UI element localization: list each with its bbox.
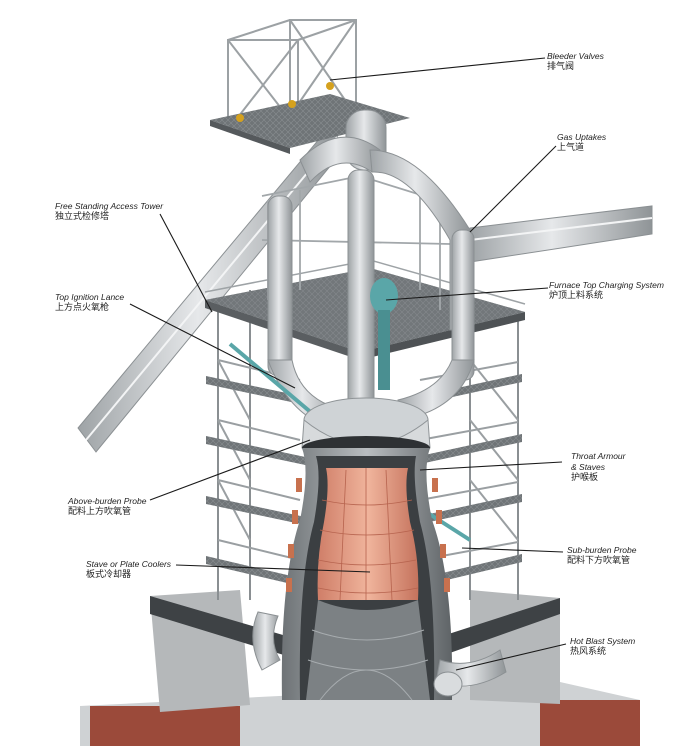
callout-en: Above-burden Probe bbox=[68, 496, 147, 506]
leader-access-tower bbox=[159, 213, 213, 313]
furnace-body bbox=[281, 448, 453, 701]
callout-bleeder-valves: Bleeder Valves 排气阀 bbox=[547, 51, 604, 73]
leader-bleeder-valves bbox=[329, 57, 546, 81]
callout-gas-uptakes: Gas Uptakes 上气道 bbox=[557, 132, 606, 154]
callout-en: Free Standing Access Tower bbox=[55, 201, 164, 211]
callout-ignition-lance: Top Ignition Lance 上方点火氧枪 bbox=[55, 292, 124, 314]
callout-en-line2: & Staves bbox=[571, 462, 606, 472]
callout-zh: 配料上方吹氧管 bbox=[68, 507, 132, 517]
callout-zh: 护喉板 bbox=[571, 473, 599, 483]
callout-en: Sub-burden Probe bbox=[567, 545, 637, 555]
tower-platforms bbox=[206, 374, 522, 586]
callout-zh: 上方点火氧枪 bbox=[55, 303, 110, 313]
callout-zh: 排气阀 bbox=[547, 62, 575, 72]
callout-zh: 热风系统 bbox=[570, 647, 607, 657]
callout-en: Gas Uptakes bbox=[557, 132, 607, 142]
callout-access-tower: Free Standing Access Tower 独立式检修塔 bbox=[55, 201, 163, 223]
leader-above-burden bbox=[149, 439, 311, 501]
callout-en: Stave or Plate Coolers bbox=[86, 559, 172, 569]
callout-zh: 炉顶上料系统 bbox=[549, 291, 604, 301]
hot-blast-pipes bbox=[252, 611, 507, 697]
callout-zh: 独立式检修塔 bbox=[55, 212, 110, 222]
callout-hot-blast: Hot Blast System 热风系统 bbox=[570, 636, 635, 658]
callout-en: Bleeder Valves bbox=[547, 51, 604, 61]
callout-en: Hot Blast System bbox=[570, 636, 636, 646]
leader-charging-system bbox=[385, 287, 549, 301]
callout-zh: 板式冷却器 bbox=[86, 570, 132, 580]
leader-gas-uptakes bbox=[469, 145, 557, 233]
leader-sub-burden bbox=[461, 547, 564, 553]
bleeder-platform bbox=[210, 82, 410, 154]
callout-zh: 上气道 bbox=[557, 143, 585, 153]
gas-uptakes bbox=[267, 109, 475, 431]
leader-hot-blast bbox=[455, 643, 567, 671]
leader-stave-coolers bbox=[175, 564, 371, 573]
callout-throat-armour: Throat Armour & Staves 护喉板 bbox=[571, 451, 625, 484]
callout-en: Throat Armour bbox=[571, 451, 626, 461]
callout-charging-system: Furnace Top Charging System 炉顶上料系统 bbox=[549, 280, 664, 302]
callout-zh: 配料下方吹氧管 bbox=[567, 556, 631, 566]
callout-en: Top Ignition Lance bbox=[55, 292, 125, 302]
leader-ignition-lance bbox=[129, 303, 296, 389]
callout-above-burden: Above-burden Probe 配料上方吹氧管 bbox=[68, 496, 146, 518]
callout-en: Furnace Top Charging System bbox=[549, 280, 664, 290]
callout-sub-burden: Sub-burden Probe 配料下方吹氧管 bbox=[567, 545, 636, 567]
leader-throat-armour bbox=[419, 461, 563, 471]
callout-stave-coolers: Stave or Plate Coolers 板式冷却器 bbox=[86, 559, 171, 581]
